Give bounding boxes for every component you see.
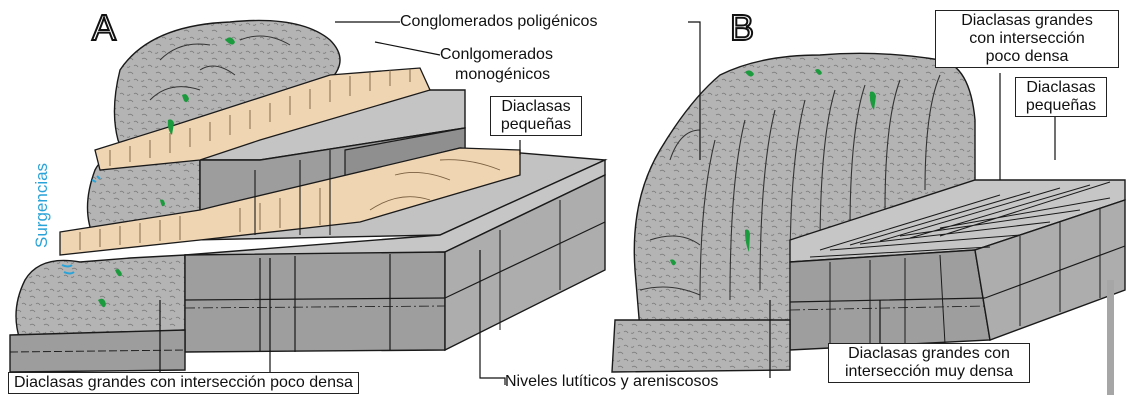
label-diaclasas-pequenas-b-line2: pequeñas bbox=[1021, 97, 1101, 115]
panel-a-letter: A bbox=[92, 10, 116, 46]
panel-a-lower-block-front bbox=[185, 252, 445, 352]
label-diaclasas-grandes-b-line1: Diaclasas grandes bbox=[941, 12, 1113, 30]
panel-b-letter: B bbox=[730, 10, 754, 46]
label-diaclasas-muy-densa-line2: intersección muy densa bbox=[834, 363, 1024, 381]
scale-bar bbox=[1107, 280, 1114, 395]
label-conglomerados-monogenicos-line1: Conlgomerados bbox=[440, 46, 553, 64]
panel-a-base-slab bbox=[10, 330, 185, 372]
label-diaclasas-grandes-b-line3: poco densa bbox=[941, 48, 1113, 66]
label-diaclasas-grandes-b: Diaclasas grandes con intersección poco … bbox=[935, 10, 1119, 68]
label-diaclasas-pequenas-b: Diaclasas pequeñas bbox=[1015, 77, 1107, 117]
label-diaclasas-pequenas-a-line2: pequeñas bbox=[496, 116, 576, 134]
label-surgencias: Surgencias bbox=[32, 163, 52, 248]
label-conglomerados-poligenicos: Conglomerados poligénicos bbox=[400, 13, 597, 31]
label-niveles-luticos: Niveles lutíticos y areniscosos bbox=[505, 373, 718, 391]
label-diaclasas-grandes-poco-densa-a: Diaclasas grandes con intersección poco … bbox=[8, 372, 359, 394]
label-diaclasas-muy-densa: Diaclasas grandes con intersección muy d… bbox=[828, 343, 1030, 383]
label-diaclasas-pequenas-b-line1: Diaclasas bbox=[1021, 79, 1101, 97]
label-diaclasas-grandes-b-line2: con intersección bbox=[941, 30, 1113, 48]
label-diaclasas-muy-densa-line1: Diaclasas grandes con bbox=[834, 345, 1024, 363]
label-conglomerados-monogenicos-line2: monogénicos bbox=[455, 66, 550, 84]
label-diaclasas-pequenas-a-line1: Diaclasas bbox=[496, 98, 576, 116]
panel-b-base-slab bbox=[612, 320, 790, 372]
label-diaclasas-pequenas-a: Diaclasas pequeñas bbox=[490, 96, 582, 136]
